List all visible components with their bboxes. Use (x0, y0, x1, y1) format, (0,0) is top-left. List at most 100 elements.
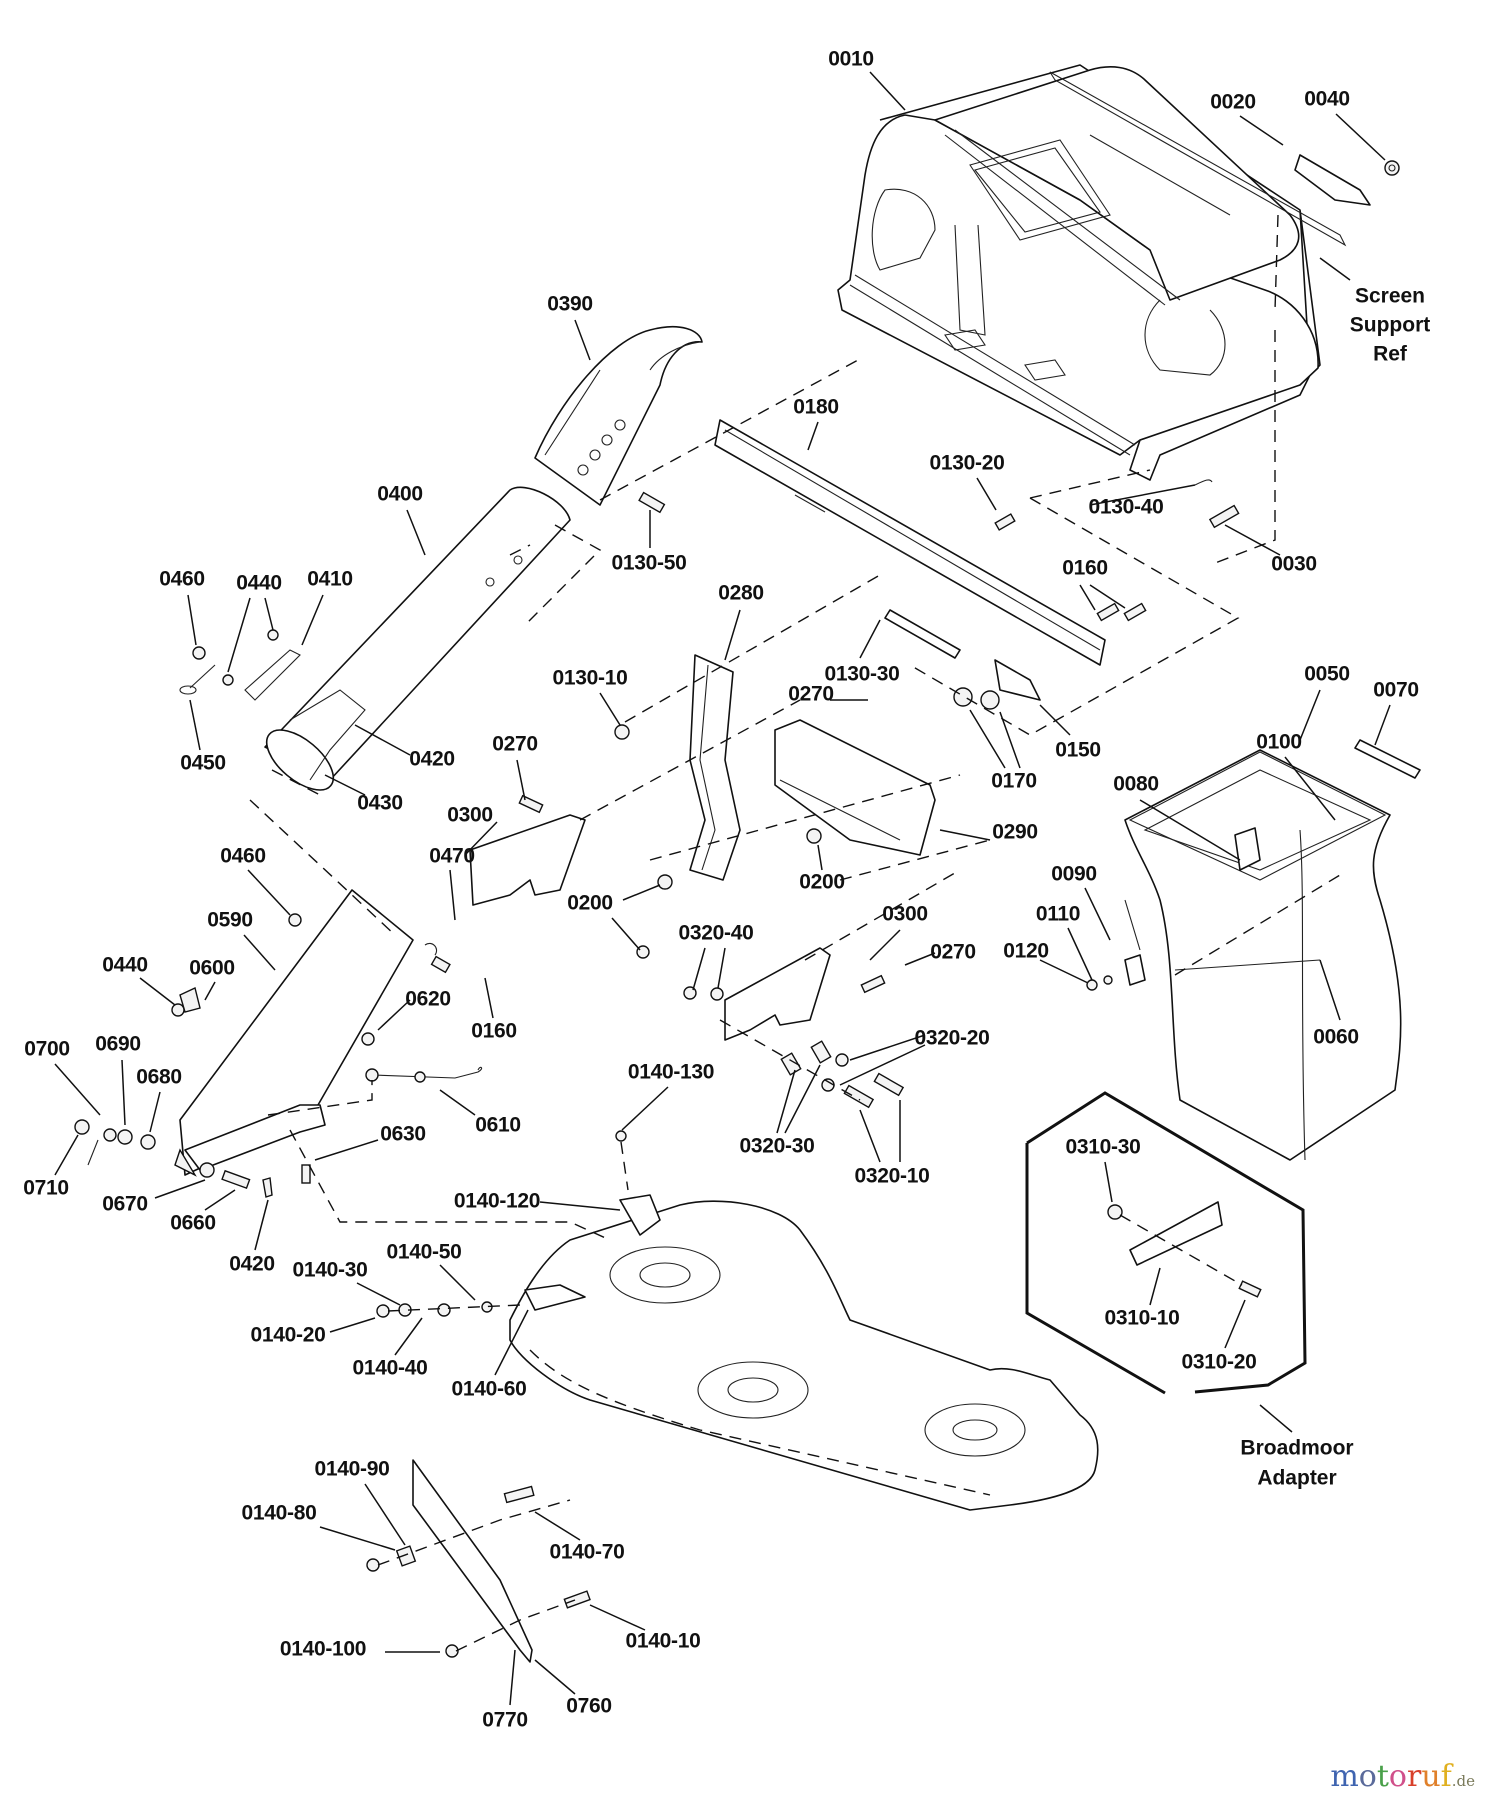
spring-0610 (301, 942, 483, 1184)
callout-0760: 0760 (566, 1695, 612, 1718)
callout-0670: 0670 (102, 1193, 148, 1216)
callout-0630: 0630 (380, 1123, 426, 1146)
watermark-letter: m (1330, 1759, 1359, 1794)
bag-0060 (1086, 739, 1421, 1161)
callout-0320-10: 0320-10 (855, 1165, 930, 1188)
note-line: Ref (1373, 343, 1408, 366)
callout-0410: 0410 (307, 568, 353, 591)
callout-0070: 0070 (1373, 679, 1419, 702)
screen-support-0020 (1049, 71, 1400, 247)
callout-0140-10: 0140-10 (626, 1630, 701, 1653)
plate-0290 (774, 719, 936, 856)
bolts-top (638, 479, 1240, 622)
callout-0130-40: 0130-40 (1089, 496, 1164, 519)
callout-0400: 0400 (377, 483, 423, 506)
callout-0110: 0110 (1036, 903, 1080, 926)
watermark-tld: .de (1451, 1772, 1475, 1790)
callout-0270: 0270 (788, 683, 834, 706)
callout-0390: 0390 (547, 293, 593, 316)
callout-0290: 0290 (992, 821, 1038, 844)
chute-hardware (179, 629, 301, 701)
callout-0270: 0270 (492, 733, 538, 756)
broadmoor-adapter-box (1025, 1091, 1307, 1395)
callout-0170: 0170 (991, 770, 1037, 793)
callout-0150: 0150 (1055, 739, 1101, 762)
watermark-letter: f (1440, 1759, 1452, 1794)
screen-support-ref-note: Screen Support Ref (1350, 285, 1430, 366)
note-line: Adapter (1257, 1467, 1336, 1490)
callout-0060: 0060 (1313, 1026, 1359, 1049)
watermark-letter: t (1376, 1759, 1389, 1794)
callout-0140-60: 0140-60 (452, 1378, 527, 1401)
callout-0140-100: 0140-100 (280, 1638, 366, 1661)
note-line: Broadmoor (1240, 1437, 1353, 1460)
callout-0140-120: 0140-120 (454, 1190, 540, 1213)
callout-0050: 0050 (1304, 663, 1350, 686)
callout-0130-30: 0130-30 (825, 663, 900, 686)
rear-bar-0180 (714, 419, 1106, 666)
callout-0320-20: 0320-20 (915, 1027, 990, 1050)
callout-0590: 0590 (207, 909, 253, 932)
watermark-letter: o (1388, 1759, 1407, 1794)
rod-0130-30 (884, 609, 1041, 710)
callout-0140-20: 0140-20 (251, 1324, 326, 1347)
chute-tube-0400 (264, 486, 571, 791)
callout-0160: 0160 (1062, 557, 1108, 580)
callout-0140-130: 0140-130 (628, 1061, 714, 1084)
callout-0690: 0690 (95, 1033, 141, 1056)
spacers-0320 (780, 1040, 905, 1109)
callout-0200: 0200 (567, 892, 613, 915)
callout-0080: 0080 (1113, 773, 1159, 796)
hopper-housing-0010 (837, 64, 1321, 481)
callout-0680: 0680 (136, 1066, 182, 1089)
watermark-letter: o (1358, 1759, 1377, 1794)
callout-0040: 0040 (1304, 88, 1350, 111)
broadmoor-adapter-note: Broadmoor Adapter (1240, 1437, 1353, 1490)
callout-0160: 0160 (471, 1020, 517, 1043)
callout-0310-30: 0310-30 (1066, 1136, 1141, 1159)
callout-0460: 0460 (159, 568, 205, 591)
plate-0300-left (469, 814, 586, 906)
note-line: Support (1350, 314, 1430, 337)
lower-chute-0590 (174, 889, 414, 1177)
callout-0010: 0010 (828, 48, 874, 71)
washer-stack (74, 913, 302, 1198)
callout-0660: 0660 (170, 1212, 216, 1235)
callout-0320-30: 0320-30 (740, 1135, 815, 1158)
chute-end-0390 (534, 326, 703, 506)
leader-lines (54, 71, 1391, 1706)
callout-0140-70: 0140-70 (550, 1541, 625, 1564)
bracket-0280 (689, 654, 741, 881)
callout-0130-20: 0130-20 (930, 452, 1005, 475)
motoruf-watermark: motoruf.de (1330, 1759, 1475, 1794)
callout-0700: 0700 (24, 1038, 70, 1061)
callout-0620: 0620 (405, 988, 451, 1011)
callout-0140-90: 0140-90 (315, 1458, 390, 1481)
callout-0420: 0420 (229, 1253, 275, 1276)
callout-0610: 0610 (475, 1114, 521, 1137)
plate-0300-right (724, 947, 831, 1041)
callout-0200: 0200 (799, 871, 845, 894)
assembly-dashed-lines (249, 214, 1341, 1652)
callout-0140-50: 0140-50 (387, 1241, 462, 1264)
callout-0140-30: 0140-30 (293, 1259, 368, 1282)
watermark-letter: u (1421, 1759, 1441, 1794)
callout-0710: 0710 (23, 1177, 69, 1200)
callout-0310-20: 0310-20 (1182, 1351, 1257, 1374)
mower-deck (509, 1194, 1099, 1511)
callout-0460: 0460 (220, 845, 266, 868)
callout-0600: 0600 (189, 957, 235, 980)
callout-0440: 0440 (102, 954, 148, 977)
callout-0310-10: 0310-10 (1105, 1307, 1180, 1330)
callout-0090: 0090 (1051, 863, 1097, 886)
callout-0320-40: 0320-40 (679, 922, 754, 945)
callout-0270: 0270 (930, 941, 976, 964)
callout-0300: 0300 (882, 903, 928, 926)
callout-0020: 0020 (1210, 91, 1256, 114)
callout-0180: 0180 (793, 396, 839, 419)
callout-0120: 0120 (1003, 940, 1049, 963)
callout-0440: 0440 (236, 572, 282, 595)
callout-0130-50: 0130-50 (612, 552, 687, 575)
